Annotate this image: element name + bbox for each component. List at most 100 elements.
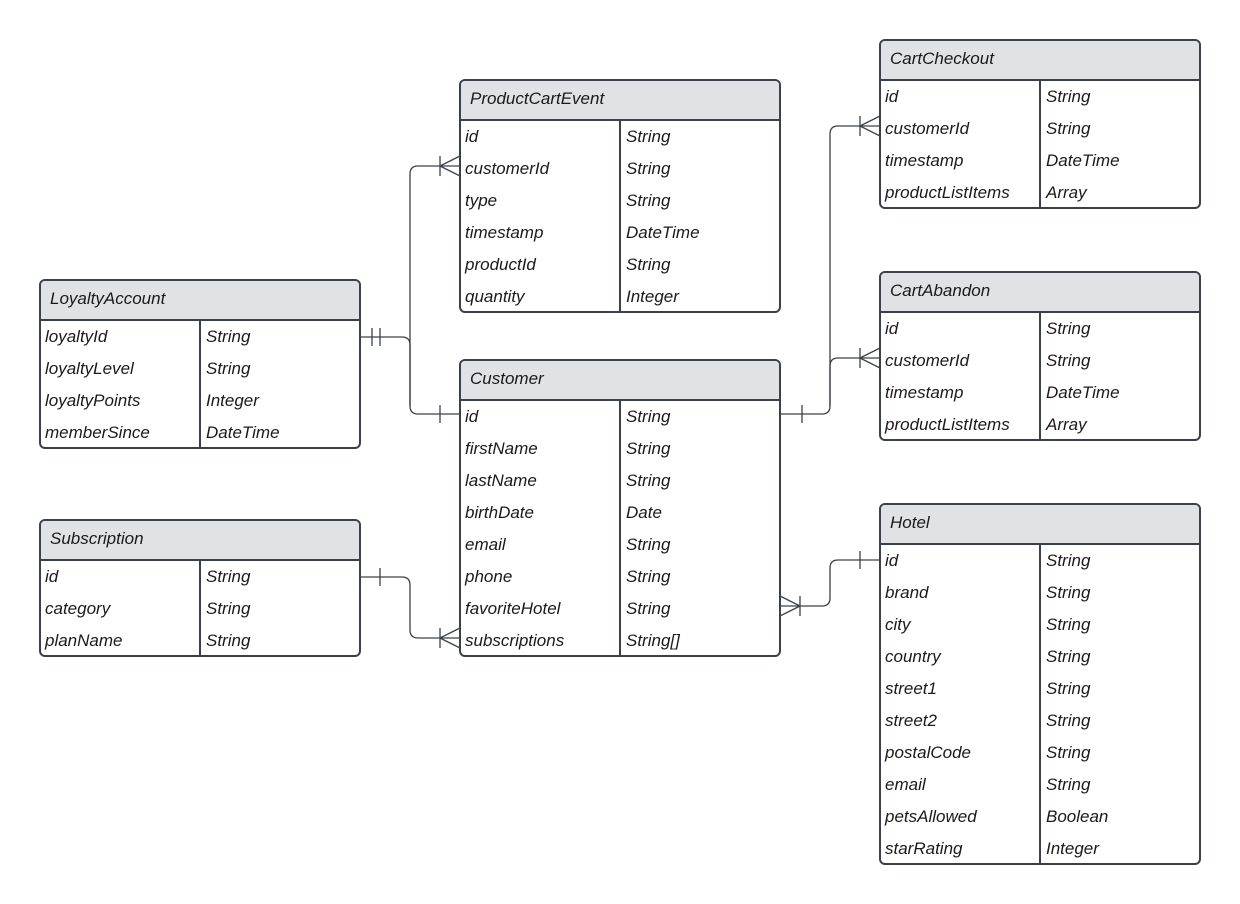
field-type: DateTime [1046, 151, 1120, 170]
field-row[interactable]: timestamp DateTime [461, 217, 779, 249]
field-type: String [1046, 711, 1091, 730]
field-name: customerId [465, 159, 550, 178]
column-divider [619, 121, 621, 311]
field-name: lastName [465, 471, 537, 490]
field-name: id [885, 87, 899, 106]
field-name: petsAllowed [885, 807, 977, 826]
field-type: String [1046, 647, 1091, 666]
field-type: String [1046, 583, 1091, 602]
entity-title: Customer [461, 361, 779, 401]
field-type: String [206, 359, 251, 378]
field-type: String [206, 631, 251, 650]
column-divider [199, 561, 201, 655]
field-type: String [626, 255, 671, 274]
field-name: loyaltyPoints [45, 391, 141, 410]
field-name: id [465, 127, 479, 146]
field-type: String [206, 327, 251, 346]
field-name: birthDate [465, 503, 534, 522]
field-name: productListItems [885, 415, 1010, 434]
field-name: id [465, 407, 479, 426]
field-type: String[] [626, 631, 680, 650]
entity-title: Hotel [881, 505, 1199, 545]
field-row[interactable]: birthDate Date [461, 497, 779, 529]
field-name: phone [465, 567, 513, 586]
field-type: String [1046, 743, 1091, 762]
field-row[interactable]: timestamp DateTime [881, 145, 1199, 177]
field-row[interactable]: planName String [41, 625, 359, 655]
entity-title: CartAbandon [881, 273, 1199, 313]
field-type: String [626, 191, 671, 210]
field-type: Date [626, 503, 662, 522]
field-name: timestamp [885, 151, 964, 170]
field-type: Array [1046, 183, 1087, 202]
field-name: productId [465, 255, 536, 274]
field-name: customerId [885, 119, 970, 138]
field-name: customerId [885, 351, 970, 370]
field-type: String [1046, 679, 1091, 698]
field-name: city [885, 615, 911, 634]
column-divider [1039, 313, 1041, 439]
field-type: String [626, 439, 671, 458]
connector-loyalty-account-customer [360, 328, 411, 406]
column-divider [199, 321, 201, 447]
field-name: id [885, 551, 899, 570]
field-type: DateTime [1046, 383, 1120, 402]
entity-title: ProductCartEvent [461, 81, 779, 121]
field-name: id [45, 567, 59, 586]
entity-title: Subscription [41, 521, 359, 561]
field-type: DateTime [626, 223, 700, 242]
field-name: productListItems [885, 183, 1010, 202]
field-name: timestamp [465, 223, 544, 242]
field-name: planName [45, 631, 123, 650]
column-divider [1039, 545, 1041, 863]
field-type: String [1046, 319, 1091, 338]
field-row[interactable]: productListItems Array [881, 177, 1199, 207]
field-row[interactable]: productId String [461, 249, 779, 281]
